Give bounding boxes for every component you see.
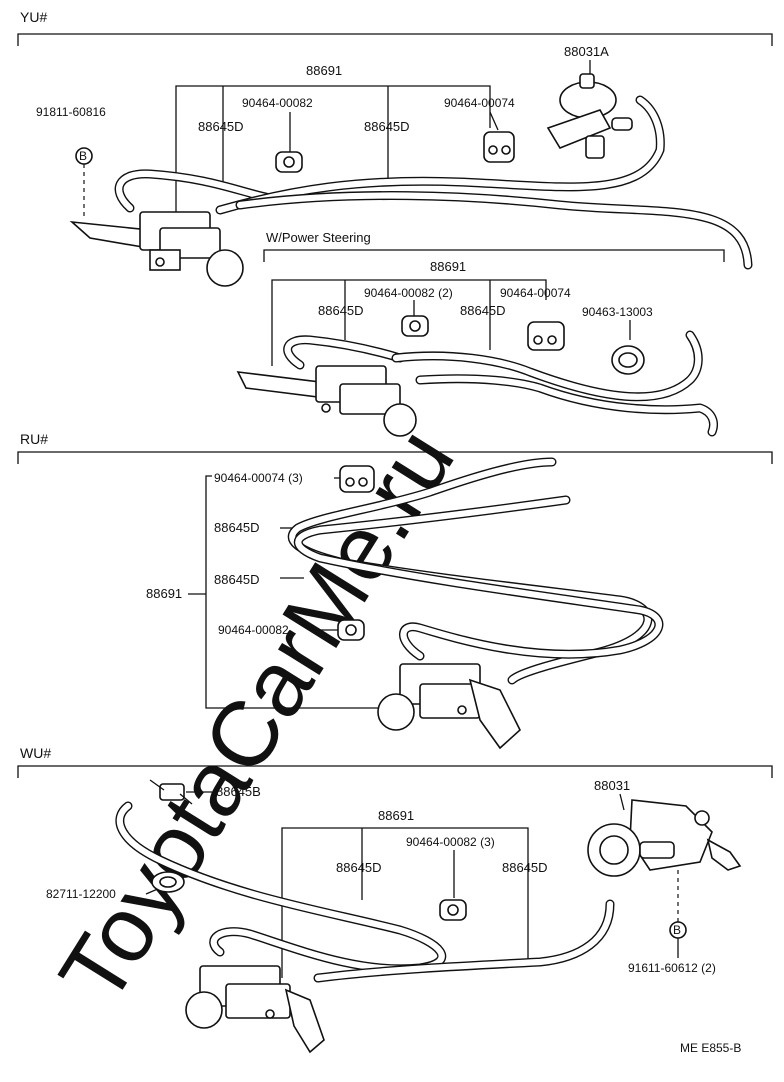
ps-hose-clamp-90463-13003-icon [611,345,645,375]
wu-vsv-valve [185,965,325,1054]
ps-vsv-valve [236,365,417,437]
label-ru-90464-00082[interactable]: 90464-00082 [218,623,289,637]
label-wu-88691[interactable]: 88691 [378,808,414,823]
label-ps-90464-00082[interactable]: 90464-00082 (2) [364,286,453,300]
ru-vsv-valve [377,663,521,750]
leader-ru-88691 [205,475,380,709]
label-88645D-left[interactable]: 88645D [198,119,244,134]
label-wu-88645D-left[interactable]: 88645D [336,860,382,875]
wu-clamp-90464-00082-icon [439,899,467,921]
section-title-wu: WU# [20,745,51,761]
actuator-88031A [546,73,633,159]
subsection-power-steering: W/Power Steering 88691 90464-00082 (2) 9… [236,230,725,437]
ps-clamp-90464-00082-icon [401,315,429,337]
section-bracket-wu [17,765,773,778]
label-91811-60816[interactable]: 91811-60816 [36,105,106,119]
label-ps-90464-00074[interactable]: 90464-00074 [500,286,571,300]
label-wu-88645D-right[interactable]: 88645D [502,860,548,875]
label-wu-82711-12200[interactable]: 82711-12200 [46,887,116,901]
wu-clip-82711-12200-icon [151,871,185,893]
section-yu: YU# 88031A 91811-60816 88691 90464-00082… [17,9,773,437]
wu-connector-88645B-icon [149,779,193,805]
label-ps-88645D-left[interactable]: 88645D [318,303,364,318]
label-wu-91611-60612[interactable]: 91611-60612 (2) [628,961,716,975]
label-88691[interactable]: 88691 [306,63,342,78]
drawing-code: ME E855-B [680,1041,741,1055]
power-steering-bracket [263,249,725,262]
clamp-90464-00074-icon [483,131,515,163]
section-wu: WU# 88645B 82711-12200 88691 90464-00082… [17,745,773,1055]
leader-88691 [175,85,491,214]
label-ru-88645D-upper[interactable]: 88645D [214,520,260,535]
power-steering-title: W/Power Steering [266,230,371,245]
label-wu-88645B[interactable]: 88645B [216,784,261,799]
vsv-valve-yu [69,211,244,287]
label-wu-88031[interactable]: 88031 [594,778,630,793]
label-ru-88645D-lower[interactable]: 88645D [214,572,260,587]
leader-ps-88691 [271,279,547,366]
label-ps-88645D-right[interactable]: 88645D [460,303,506,318]
section-ru: RU# 88691 90464-00074 (3) 88645D 88645D … [17,431,773,750]
section-bracket-ru [17,451,773,464]
ru-clamp-90464-00082-icon [337,619,365,641]
label-ru-90464-00074[interactable]: 90464-00074 (3) [214,471,303,485]
label-ps-90463-13003[interactable]: 90463-13003 [582,305,653,319]
wu-bolt-b-label: B [673,923,681,937]
leader-wu-88031 [619,793,625,811]
section-title-ru: RU# [20,431,48,447]
label-88645D-right[interactable]: 88645D [364,119,410,134]
label-90464-00074[interactable]: 90464-00074 [444,96,515,110]
label-90464-00082[interactable]: 90464-00082 [242,96,313,110]
label-wu-90464-00082[interactable]: 90464-00082 (3) [406,835,495,849]
label-ru-88691[interactable]: 88691 [146,586,182,601]
ps-clamp-90464-00074-icon [527,321,565,351]
leader-90464-00074 [489,111,499,131]
label-ps-88691[interactable]: 88691 [430,259,466,274]
wu-actuator-88031 [587,799,742,877]
label-88031A[interactable]: 88031A [564,44,609,59]
section-bracket-yu [17,33,773,46]
bolt-b-label: B [79,149,87,163]
ru-clamp-90464-00074-icon [339,465,375,493]
clamp-90464-00082-icon [275,151,303,173]
section-title-yu: YU# [20,9,47,25]
